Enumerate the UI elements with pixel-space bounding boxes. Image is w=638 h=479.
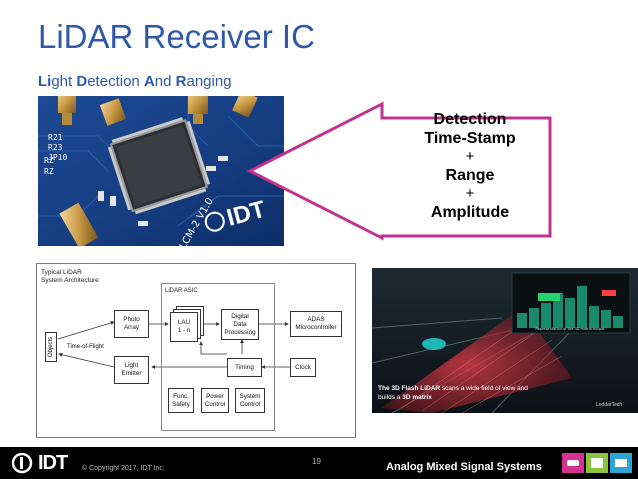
pcb-photo: RZ RZ R21 R23 JP10 LCM-2 V1.0 IDT: [38, 96, 284, 246]
page-number: 19: [312, 457, 321, 466]
callout-range: Range: [445, 167, 495, 184]
idt-logo-icon: [204, 211, 225, 232]
market-tiles-icon: [562, 453, 632, 473]
idt-logo-icon: [11, 452, 33, 474]
flash-lidar-image: Representation of the 3D matrix output T…: [372, 268, 638, 413]
photo-array-block: Photo Array: [114, 310, 149, 338]
slide-title: LiDAR Receiver IC: [38, 18, 315, 55]
digital-data-processing-block: Digital Data Processing: [221, 309, 259, 340]
timing-block: Timing: [227, 358, 262, 377]
objects-block: Objects: [45, 332, 57, 362]
callout-detection: Detection: [433, 111, 507, 128]
clock-block: Clock: [290, 358, 316, 377]
callout-plus: +: [465, 185, 475, 202]
time-of-flight-label: Time-of-Flight: [67, 344, 104, 350]
lau-block: LAU 1 - n: [170, 312, 198, 342]
ref-label: R21: [48, 133, 63, 142]
adas-microcontroller-block: ADAS Microcontroller: [290, 311, 342, 337]
ref-label: RZ: [44, 167, 54, 176]
inset-label: Representation of the 3D matrix output: [535, 327, 605, 331]
callout-arrow: [246, 101, 552, 241]
flash-brand-mark: LeddarTech: [596, 402, 622, 408]
diagram-connectors: [57, 321, 290, 369]
callout-plus: +: [465, 148, 475, 165]
lidar-asic-frame: LiDAR ASIC: [161, 283, 275, 431]
system-control-block: System Control: [235, 388, 265, 413]
footer-logo: IDT: [38, 452, 68, 474]
slide-subtitle: Light Detection And Ranging: [38, 73, 232, 90]
power-control-block: Power Control: [201, 388, 229, 413]
callout-text: Detection Time-Stamp + Range + Amplitude: [395, 110, 545, 222]
ref-label: R23: [48, 143, 63, 152]
ref-label: RZ: [44, 156, 54, 165]
func-safety-block: Func. Safety: [168, 388, 194, 413]
footer-copyright: © Copyright 2017, IDT Inc.: [82, 465, 165, 472]
asic-label: LiDAR ASIC: [165, 288, 198, 294]
ref-label: JP10: [48, 153, 67, 162]
flash-caption-line1: The 3D Flash LiDAR scans a wide field of…: [378, 385, 528, 392]
flash-caption-line2: builds a 3D matrix: [378, 394, 432, 401]
division-name: Analog Mixed Signal Systems: [386, 461, 542, 473]
footer-bar: [0, 447, 638, 479]
callout-timestamp: Time-Stamp: [424, 130, 516, 147]
callout-amplitude: Amplitude: [430, 204, 510, 221]
light-emitter-block: Light Emitter: [114, 356, 149, 384]
